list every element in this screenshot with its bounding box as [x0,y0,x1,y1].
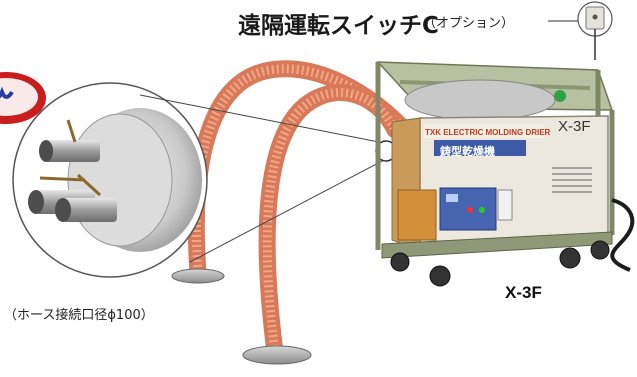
callout-line-bottom [189,159,385,263]
hose-front [258,84,404,361]
remote-switch-option-note: （オプション） [423,16,515,31]
caster-wheel [559,247,581,269]
floor-base-left [171,268,225,284]
callout-line-top [139,94,385,144]
caster-wheel [429,265,451,287]
floor-base-front [242,345,312,365]
dryer-cabinet [391,115,609,251]
remote-switch-title: 遠隔運転スイッチC [238,13,439,39]
power-cable [610,198,635,272]
panel-brand-label: TXK ELECTRIC MOLDING DRIER [425,128,551,137]
remote-switch-icon [577,1,613,60]
logo-badge [0,72,46,124]
panel-product-name: 鋳型乾燥機 [440,145,495,158]
caster-wheel [390,252,410,272]
hose-connection-detail [12,82,208,278]
caster-wheel [590,240,610,260]
dryer-base [381,231,613,287]
model-caption: X-3F [505,283,542,302]
panel-model-label: X-3F [558,118,591,135]
hose-connection-caption: （ホース接続口径ϕ100） [4,308,154,323]
